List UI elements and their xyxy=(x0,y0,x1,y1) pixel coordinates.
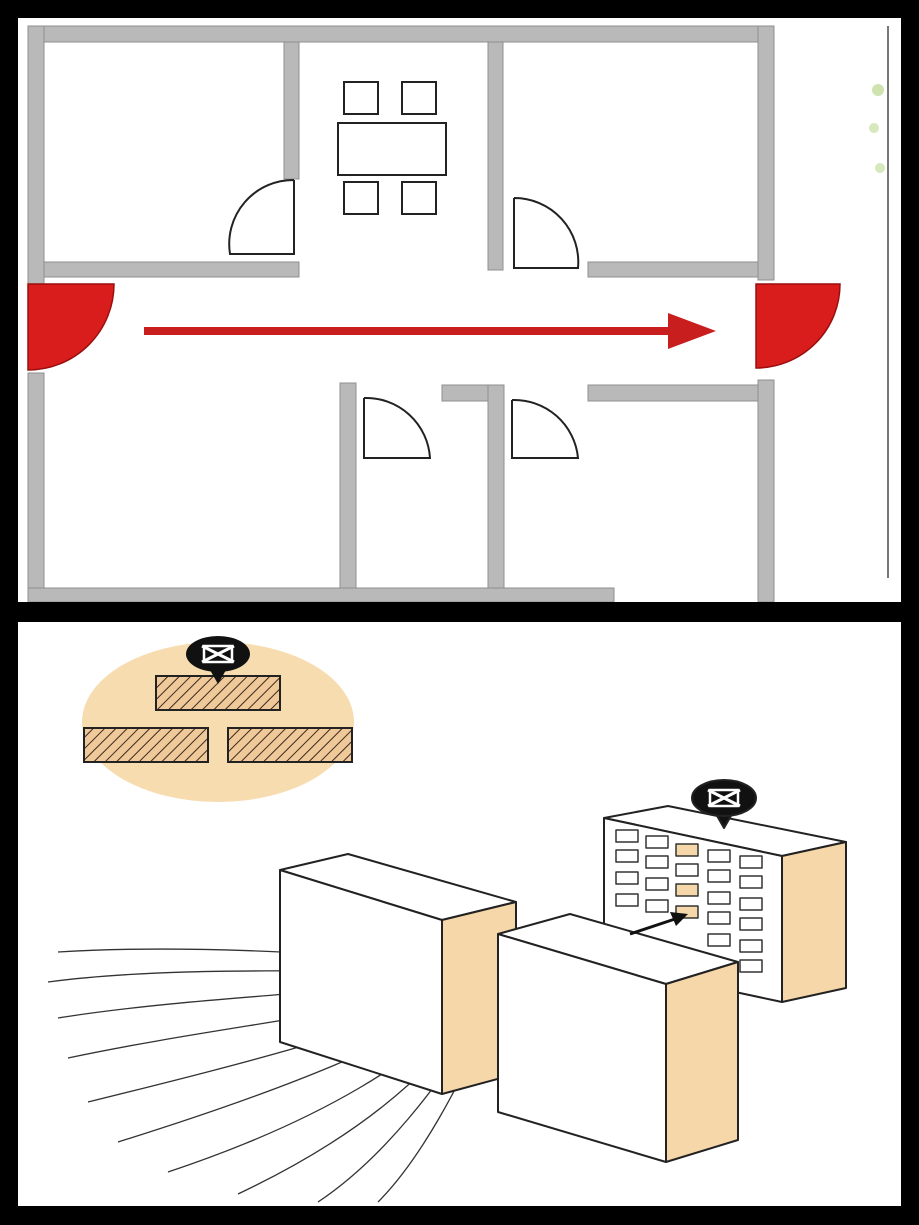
wall-dining-left xyxy=(283,41,300,180)
location-marker-icon xyxy=(186,636,250,684)
dining-table xyxy=(337,122,447,176)
window xyxy=(645,899,669,913)
door-swing xyxy=(513,196,580,269)
highlighted-doors xyxy=(27,283,841,371)
back-door-icon xyxy=(755,283,841,369)
arrow-shaft xyxy=(629,916,679,936)
arrow-head-icon xyxy=(668,313,716,349)
window xyxy=(645,855,669,869)
window xyxy=(707,891,731,905)
building-panel xyxy=(18,622,901,1206)
plant-icon xyxy=(875,163,885,173)
building-svg xyxy=(18,622,901,1206)
door-swing xyxy=(511,398,580,459)
right-wall-lower xyxy=(757,379,775,602)
wall-room-topleft-bottom xyxy=(43,261,300,278)
door-swing xyxy=(363,396,432,459)
arrow-head-icon xyxy=(670,912,688,926)
dining-set xyxy=(337,81,447,215)
window xyxy=(615,849,639,863)
window xyxy=(739,897,763,911)
floor-plan-svg xyxy=(18,18,901,602)
interior-walls xyxy=(43,41,759,589)
top-view-inset xyxy=(82,636,354,802)
window xyxy=(615,871,639,885)
bottom-wall xyxy=(27,587,615,602)
window xyxy=(675,863,699,877)
exterior-edge xyxy=(869,26,889,578)
floor-plan-panel xyxy=(18,18,901,602)
exterior-walls xyxy=(27,25,775,602)
window xyxy=(739,939,763,953)
window xyxy=(615,829,639,843)
building-left xyxy=(279,853,517,1095)
window xyxy=(707,911,731,925)
wall-room-bottomright-top xyxy=(587,384,759,402)
arrow-shaft xyxy=(144,327,672,335)
left-wall-lower xyxy=(27,372,45,602)
front-door-icon xyxy=(27,283,115,371)
window xyxy=(707,849,731,863)
interior-doors xyxy=(228,178,580,459)
chair-icon xyxy=(401,81,437,115)
window xyxy=(615,893,639,907)
window xyxy=(645,877,669,891)
window xyxy=(675,883,699,897)
right-wall-upper xyxy=(757,25,775,281)
window xyxy=(707,869,731,883)
plant-icon xyxy=(869,123,879,133)
window xyxy=(707,933,731,947)
building-side xyxy=(781,841,847,1003)
window-grid xyxy=(615,829,763,973)
wall-bottom-divider-1 xyxy=(339,382,357,589)
wall-dining-right xyxy=(487,41,504,271)
pointer-arrow xyxy=(629,912,688,936)
location-marker-icon xyxy=(691,779,757,829)
building-front-box xyxy=(497,913,739,1163)
window xyxy=(739,959,763,973)
window xyxy=(739,875,763,889)
flow-arrow xyxy=(144,313,716,349)
building-side xyxy=(665,961,739,1163)
plant-icon xyxy=(872,84,884,96)
block-hatched xyxy=(227,727,353,763)
chair-icon xyxy=(343,81,379,115)
door-swing xyxy=(228,178,295,255)
chair-icon xyxy=(401,181,437,215)
window xyxy=(645,835,669,849)
window xyxy=(675,843,699,857)
left-wall-upper xyxy=(27,25,45,285)
wall-bottom-divider-2 xyxy=(487,384,505,589)
wall-room-topright-bottom xyxy=(587,261,759,278)
window xyxy=(739,855,763,869)
block-hatched xyxy=(83,727,209,763)
chair-icon xyxy=(343,181,379,215)
window xyxy=(739,917,763,931)
